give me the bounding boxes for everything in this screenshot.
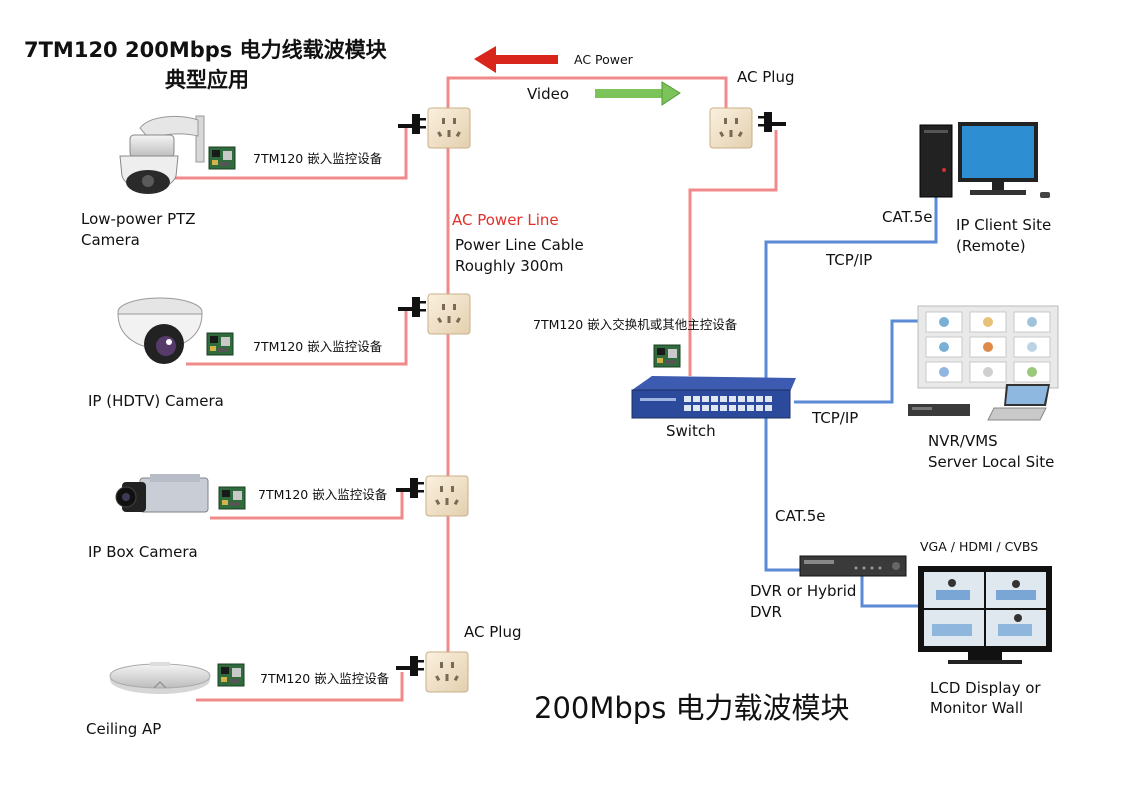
plug-icon-right <box>758 112 786 132</box>
plug-icon-ptz <box>398 114 426 134</box>
cat5e-bottom-label: CAT.5e <box>775 507 826 525</box>
laptop-icon <box>987 384 1050 421</box>
ac-plug-top-label: AC Plug <box>737 68 795 86</box>
box-camera-label: IP Box Camera <box>88 543 198 561</box>
client-site-label: IP Client Site <box>956 216 1052 234</box>
wall-outlet-2 <box>427 293 471 335</box>
ptz-module-label: 7TM120 嵌入监控设备 <box>253 151 383 166</box>
wall-outlet-3 <box>425 475 469 517</box>
client-site-label-2: (Remote) <box>956 237 1026 255</box>
ptz-camera-label: Low-power PTZ <box>81 210 196 228</box>
power-line-switch <box>688 130 778 376</box>
diagram-title-line2: 典型应用 <box>165 68 249 92</box>
hdtv-module-label: 7TM120 嵌入监控设备 <box>253 339 383 354</box>
hdtv-camera-label: IP (HDTV) Camera <box>88 392 224 410</box>
video-arrow <box>595 81 681 106</box>
ac-power-line-label: AC Power Line <box>452 211 559 229</box>
nvr-label: NVR/VMS <box>928 432 998 450</box>
cat5e-top-label: CAT.5e <box>882 208 933 226</box>
wall-outlet-bottom <box>425 651 469 693</box>
network-switch-icon <box>631 376 796 419</box>
switch-label: Switch <box>666 422 716 440</box>
ac-power-label: AC Power <box>574 52 633 67</box>
dvr-label-2: DVR <box>750 603 782 621</box>
footer-title: 200Mbps 电力载波模块 <box>534 691 850 725</box>
video-label: Video <box>527 85 570 103</box>
video-output-label: VGA / HDMI / CVBS <box>920 539 1039 554</box>
nvr-label-2: Server Local Site <box>928 453 1055 471</box>
power-line-hdtv <box>186 310 408 366</box>
power-line-cable-label: Power Line Cable <box>455 236 584 254</box>
diagram-title-line1: 7TM120 200Mbps 电力线载波模块 <box>24 38 387 62</box>
power-line-box <box>210 490 404 520</box>
plug-icon-ap <box>396 656 424 676</box>
ptz-camera-icon <box>119 115 205 194</box>
plug-icon-box <box>396 478 424 498</box>
dvr-device-icon <box>799 555 907 577</box>
power-line-ptz <box>168 128 408 180</box>
ac-plug-bottom-label: AC Plug <box>464 623 522 641</box>
dvr-label: DVR or Hybrid <box>750 582 857 600</box>
power-line-length-label: Roughly 300m <box>455 257 564 275</box>
ap-module-label: 7TM120 嵌入监控设备 <box>260 671 390 686</box>
ptz-camera-label-2: Camera <box>81 231 140 249</box>
ac-power-arrow <box>474 46 558 73</box>
power-line-main <box>446 76 728 118</box>
ceiling-ap-icon <box>109 662 211 694</box>
power-line-ap <box>196 672 404 702</box>
plug-icon-hdtv <box>398 297 426 317</box>
tcpip-to-nvr <box>794 319 918 404</box>
power-line-network <box>168 76 778 702</box>
module-chip-ap <box>217 663 245 687</box>
cat5e-to-client <box>764 196 938 388</box>
lcd-monitor-icon <box>918 566 1052 664</box>
dvr-to-lcd <box>860 576 918 608</box>
tcpip-mid-label: TCP/IP <box>812 409 859 427</box>
wall-outlet-top <box>427 107 471 149</box>
tcpip-top-label: TCP/IP <box>826 251 873 269</box>
ethernet-network <box>764 196 938 608</box>
desktop-computer-icon <box>919 122 1050 198</box>
module-chip-switch <box>653 344 681 368</box>
module-chip-ptz <box>208 146 236 170</box>
wall-outlet-right <box>709 107 753 149</box>
box-module-label: 7TM120 嵌入监控设备 <box>258 487 388 502</box>
lcd-label-2: Monitor Wall <box>930 699 1024 717</box>
switch-module-label: 7TM120 嵌入交换机或其他主控设备 <box>533 317 738 332</box>
lcd-label: LCD Display or <box>930 679 1041 697</box>
dome-camera-icon <box>117 297 203 364</box>
ceiling-ap-label: Ceiling AP <box>86 720 162 738</box>
module-chip-hdtv <box>206 332 234 356</box>
cat5e-to-dvr <box>764 418 800 572</box>
module-chip-box <box>218 486 246 510</box>
nvr-dashboard-icon <box>917 305 1059 389</box>
box-camera-icon <box>115 474 209 513</box>
nvr-recorder-icon <box>908 404 970 416</box>
